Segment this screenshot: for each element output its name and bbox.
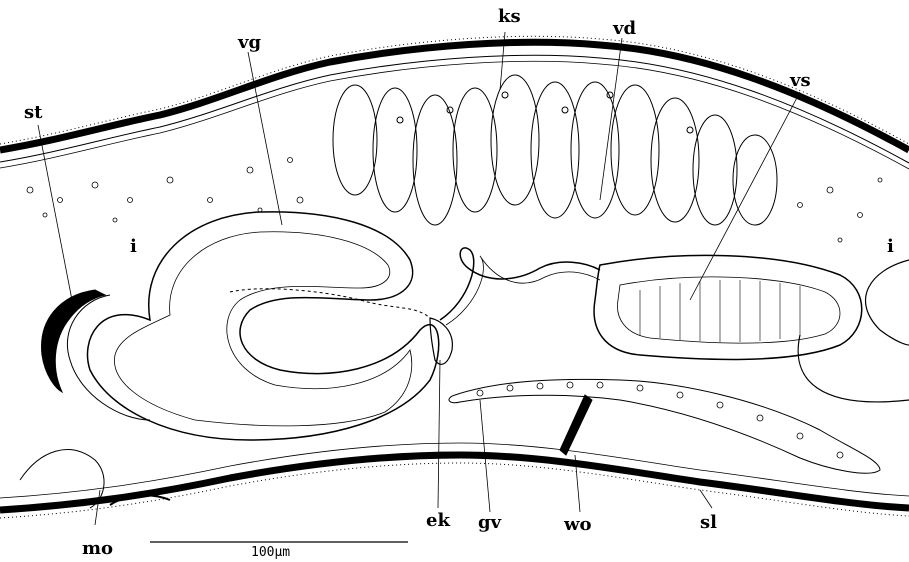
label-st: st [24, 104, 42, 122]
vs-striations [640, 280, 800, 342]
label-mo: mo [82, 540, 113, 558]
dorsal-muscle-layer [0, 55, 909, 163]
label-i-left: i [130, 238, 137, 256]
vg-organ-inner [114, 232, 411, 426]
label-gv: gv [478, 514, 501, 532]
connecting-duct [440, 248, 600, 320]
connecting-duct-inner [446, 256, 600, 325]
label-vg: vg [238, 34, 261, 52]
st-surround [67, 295, 150, 420]
label-vs: vs [790, 72, 811, 90]
label-ek: ek [426, 512, 450, 530]
label-ks: ks [498, 8, 521, 26]
label-vd: vd [613, 20, 636, 38]
wo-opening [560, 395, 592, 455]
ks-cell-mass [333, 75, 777, 225]
scale-bar-label: 100µm [251, 546, 290, 559]
right-loop [866, 260, 909, 345]
label-sl: sl [700, 514, 717, 532]
right-curve [798, 335, 909, 402]
st-stylet [42, 290, 105, 392]
vs-vesicle-inner [617, 277, 840, 343]
vs-vesicle-outer [594, 255, 862, 359]
ek-structure [430, 318, 452, 364]
ventral-epidermis [0, 455, 909, 510]
label-i-right: i [887, 238, 894, 256]
label-wo: wo [564, 516, 592, 534]
vg-organ-outer [88, 212, 439, 440]
